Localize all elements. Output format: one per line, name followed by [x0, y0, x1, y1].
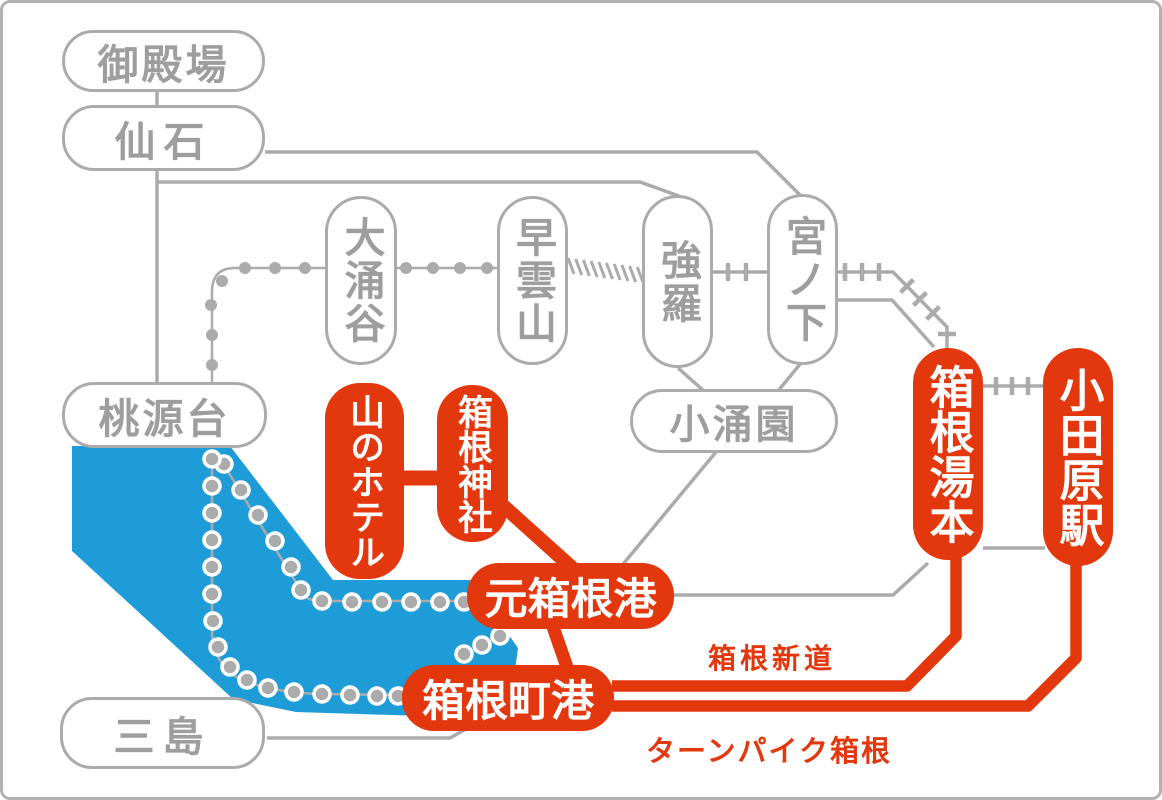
- boat-stop-circle: [220, 657, 240, 677]
- stop-yama-no-hotel-label: 山のホテル: [345, 393, 384, 569]
- ropeway-dot: [239, 262, 251, 274]
- boat-stop-circle: [202, 530, 222, 550]
- boat-stop-circle: [208, 637, 228, 657]
- station-sengoku: 仙石: [62, 105, 265, 171]
- ropeway-dot: [216, 275, 228, 287]
- cablecar-hatch-sounzan-gora: [566, 257, 645, 284]
- station-gotemba-label: 御殿場: [97, 42, 230, 88]
- boat-stop-circle: [231, 480, 251, 500]
- stop-hakonemachi-port-label: 箱根町港: [422, 678, 594, 726]
- route-turnpike-hakone: [612, 555, 1082, 712]
- stop-odawara-station-label: 小田原駅: [1052, 367, 1104, 547]
- ropeway-dot: [454, 262, 466, 274]
- route-hakone-shindo: [612, 552, 962, 692]
- stop-motohakone-port-label: 元箱根港: [484, 576, 657, 624]
- station-sounzan-label: 早雲山: [509, 216, 556, 345]
- road-label-turnpike-hakone: ターンパイク箱根: [646, 736, 892, 768]
- line-gora-kowakien: [676, 366, 706, 393]
- stop-odawara-station: 小田原駅: [1043, 348, 1113, 566]
- station-mishima: 三島: [60, 697, 265, 769]
- stop-hakonemachi-port: 箱根町港: [402, 665, 614, 731]
- station-miyanoshita-label: 宮ノ下: [779, 215, 826, 344]
- railway-ticks-gora-miyanoshita: [725, 263, 749, 281]
- boat-stop-circle: [258, 678, 278, 698]
- boat-stop-circle: [202, 476, 222, 496]
- boat-stop-circle: [340, 685, 360, 705]
- boat-stop-circle: [291, 580, 311, 600]
- station-sounzan: 早雲山: [497, 196, 568, 365]
- ropeway-dot: [269, 262, 281, 274]
- boat-stop-circle: [265, 531, 285, 551]
- station-kowakien: 小涌園: [630, 389, 838, 453]
- station-miyanoshita: 宮ノ下: [767, 194, 838, 365]
- boat-stop-circle: [372, 592, 392, 612]
- boat-stop-circle: [490, 626, 510, 646]
- boat-stop-circle: [237, 670, 257, 690]
- boat-stop-circle: [430, 592, 450, 612]
- ropeway-dot: [206, 329, 218, 341]
- line-motohakone-yumoto: [672, 561, 930, 597]
- boat-stop-circle: [401, 592, 421, 612]
- station-mishima-label: 三島: [113, 714, 212, 760]
- boat-stop-circle: [202, 557, 222, 577]
- ropeway-dot: [206, 359, 218, 371]
- station-gora: 強羅: [642, 195, 713, 368]
- station-togendai-label: 桃源台: [98, 396, 231, 442]
- boat-stop-circle: [312, 684, 332, 704]
- boat-route-circles-motohakone: [214, 454, 474, 612]
- station-gora-label: 強羅: [654, 238, 701, 325]
- stop-hakone-yumoto: 箱根湯本: [913, 348, 983, 560]
- stop-motohakone-port: 元箱根港: [467, 563, 674, 629]
- boat-stop-circle: [202, 449, 222, 469]
- ropeway-dot: [481, 262, 493, 274]
- boat-stop-circle: [454, 644, 474, 664]
- ropeway-path: [210, 266, 497, 382]
- railway-ticks-miyanoshita-yumoto: [842, 263, 956, 337]
- route-motohakone-hakonemachi: [545, 621, 575, 673]
- railway-miyanoshita-yumoto: [836, 270, 949, 350]
- boat-stop-circle: [472, 635, 492, 655]
- stop-hakone-yumoto-label: 箱根湯本: [922, 364, 974, 544]
- line-sengoku-gora: [157, 180, 680, 198]
- ropeway-dot: [205, 299, 217, 311]
- boat-stop-circle: [367, 686, 387, 706]
- line-miyanoshita-yumoto-road: [836, 298, 936, 349]
- stop-hakone-jinja: 箱根神社: [437, 385, 508, 542]
- boat-stop-circle: [202, 584, 222, 604]
- railway-ticks-yumoto-odawara: [993, 377, 1031, 395]
- ropeway-dot: [299, 262, 311, 274]
- railway-lines: [713, 263, 1043, 395]
- line-miyanoshita-kowakien: [776, 361, 803, 393]
- station-togendai: 桃源台: [62, 382, 267, 448]
- ropeway-dot: [400, 262, 412, 274]
- line-sengoku-miyanoshita: [265, 150, 802, 197]
- road-label-hakone-shindo: 箱根新道: [708, 643, 837, 674]
- station-owakudani-label: 大涌谷: [338, 216, 384, 345]
- ropeway-dot: [427, 262, 439, 274]
- boat-route-circles-hakonemachi: [202, 449, 408, 706]
- boat-stop-circle: [248, 505, 268, 525]
- line-kowakien-motohakone: [617, 450, 718, 571]
- boat-stop-circle: [312, 591, 332, 611]
- stop-hakone-jinja-label: 箱根神社: [453, 393, 492, 534]
- red-road-routes: [400, 470, 1082, 712]
- boat-stop-circle: [203, 611, 223, 631]
- gray-connector-lines: [155, 86, 1045, 740]
- boat-stop-circle: [281, 557, 301, 577]
- boat-stop-circle: [284, 682, 304, 702]
- ropeway-dotted-line: [205, 262, 497, 382]
- station-owakudani: 大涌谷: [325, 196, 397, 365]
- line-mishima-hakonemachi: [267, 726, 469, 740]
- station-gotemba: 御殿場: [62, 30, 265, 92]
- station-kowakien-label: 小涌園: [669, 403, 799, 447]
- stop-yama-no-hotel: 山のホテル: [325, 383, 404, 579]
- station-sengoku-label: 仙石: [114, 119, 213, 165]
- boat-stop-circle: [202, 503, 222, 523]
- boat-stop-circle: [342, 592, 362, 612]
- route-jinja-motohakone: [494, 496, 583, 579]
